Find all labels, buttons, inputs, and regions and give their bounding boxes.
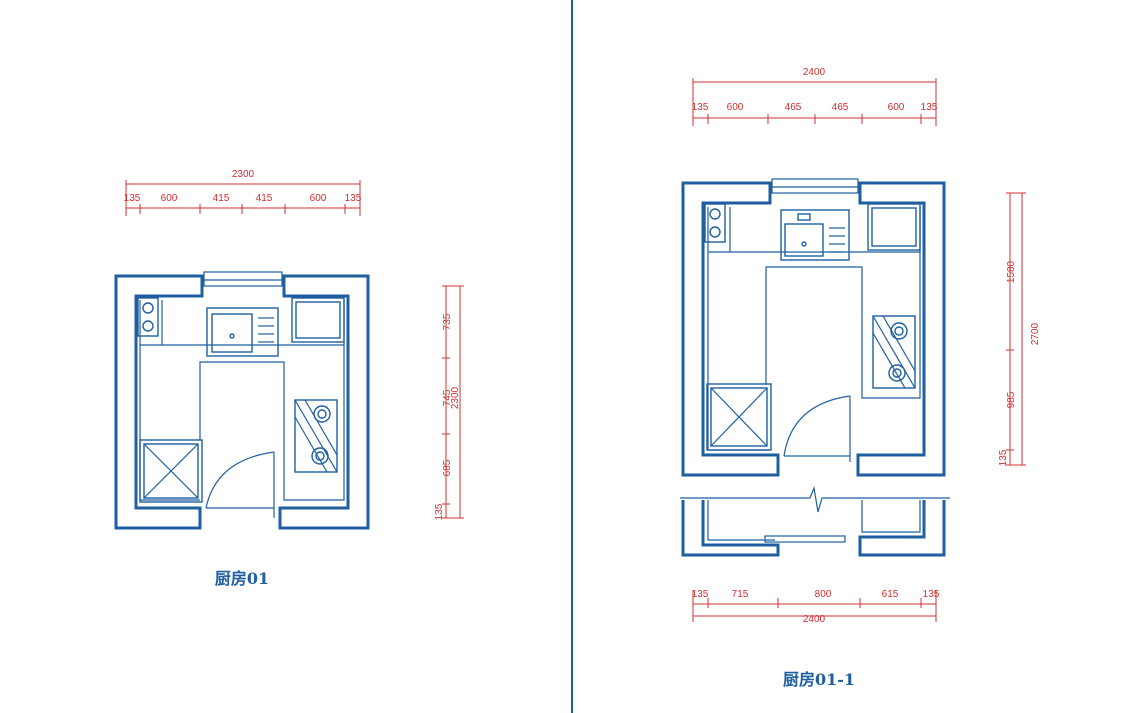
dim-seg-top-01-f: 135	[345, 193, 362, 204]
sink-01	[206, 307, 279, 357]
dim-seg-top-02-f: 135	[921, 102, 938, 113]
kitchen-plan-01: 2300 135 600 415 415 600 135	[114, 169, 464, 588]
dim-seg-side-02-c: 135	[998, 449, 1009, 466]
dim-seg-top-02-c: 465	[785, 102, 802, 113]
door-02	[783, 395, 851, 462]
dim-seg-side-01-c: 685	[442, 459, 453, 476]
dim-seg-bottom-02-b: 715	[732, 589, 749, 600]
dim-seg-bottom-02-d: 615	[882, 589, 899, 600]
wall-panel-left-01	[137, 297, 159, 337]
walls-01	[114, 271, 370, 530]
stove-02	[872, 315, 916, 389]
top-dimensions-02: 2400 135 600 465 465 600 135	[692, 67, 938, 126]
dim-overall-side-01: 2300	[450, 386, 461, 409]
stove-01	[294, 399, 338, 473]
kitchen-plan-01-1: 2400 135 600 465 465 600 135	[680, 67, 1041, 689]
dim-seg-side-01-a: 735	[442, 313, 453, 330]
fridge-01	[139, 439, 203, 503]
door-01	[205, 451, 275, 518]
top-dimensions-01: 2300 135 600 415 415 600 135	[124, 169, 362, 216]
dim-overall-top-02: 2400	[803, 67, 826, 78]
caption-01: 厨房01	[215, 569, 269, 588]
appliance-02	[867, 203, 921, 251]
dim-seg-top-01-e: 600	[310, 193, 327, 204]
appliance-01	[291, 297, 345, 343]
dim-seg-top-02-d: 465	[832, 102, 849, 113]
dim-seg-bottom-02-a: 135	[692, 589, 709, 600]
sink-02	[780, 209, 850, 261]
dim-seg-top-02-b: 600	[727, 102, 744, 113]
dim-seg-bottom-02-e: 135	[923, 589, 940, 600]
caption-01-1: 厨房01-1	[783, 670, 855, 689]
side-dimensions-02: 1580 985 135 2700	[998, 192, 1041, 466]
wall-panel-left-02	[704, 203, 726, 243]
bottom-dimensions-02: 135 715 800 615 135 2400	[692, 589, 940, 625]
fridge-02	[706, 383, 772, 451]
dim-seg-top-01-a: 135	[124, 193, 141, 204]
dim-seg-side-01-d: 135	[434, 503, 445, 520]
walls-02	[681, 178, 946, 477]
break-line-02	[680, 485, 950, 513]
dim-seg-side-02-b: 985	[1006, 391, 1017, 408]
dim-overall-bottom-02: 2400	[803, 614, 826, 625]
dim-seg-side-02-a: 1580	[1006, 260, 1017, 283]
dim-seg-top-01-b: 600	[161, 193, 178, 204]
dim-seg-top-02-a: 135	[692, 102, 709, 113]
dim-seg-bottom-02-c: 800	[815, 589, 832, 600]
dim-seg-top-01-c: 415	[213, 193, 230, 204]
dim-overall-side-02: 2700	[1030, 322, 1041, 345]
dim-seg-side-01-b: 745	[442, 389, 453, 406]
counters-02	[707, 207, 921, 451]
dim-seg-top-01-d: 415	[256, 193, 273, 204]
dim-seg-top-02-e: 600	[888, 102, 905, 113]
side-dimensions-01: 735 745 685 135 2300	[434, 285, 464, 520]
lower-section-02	[681, 500, 946, 557]
dim-overall-top-01: 2300	[232, 169, 255, 180]
